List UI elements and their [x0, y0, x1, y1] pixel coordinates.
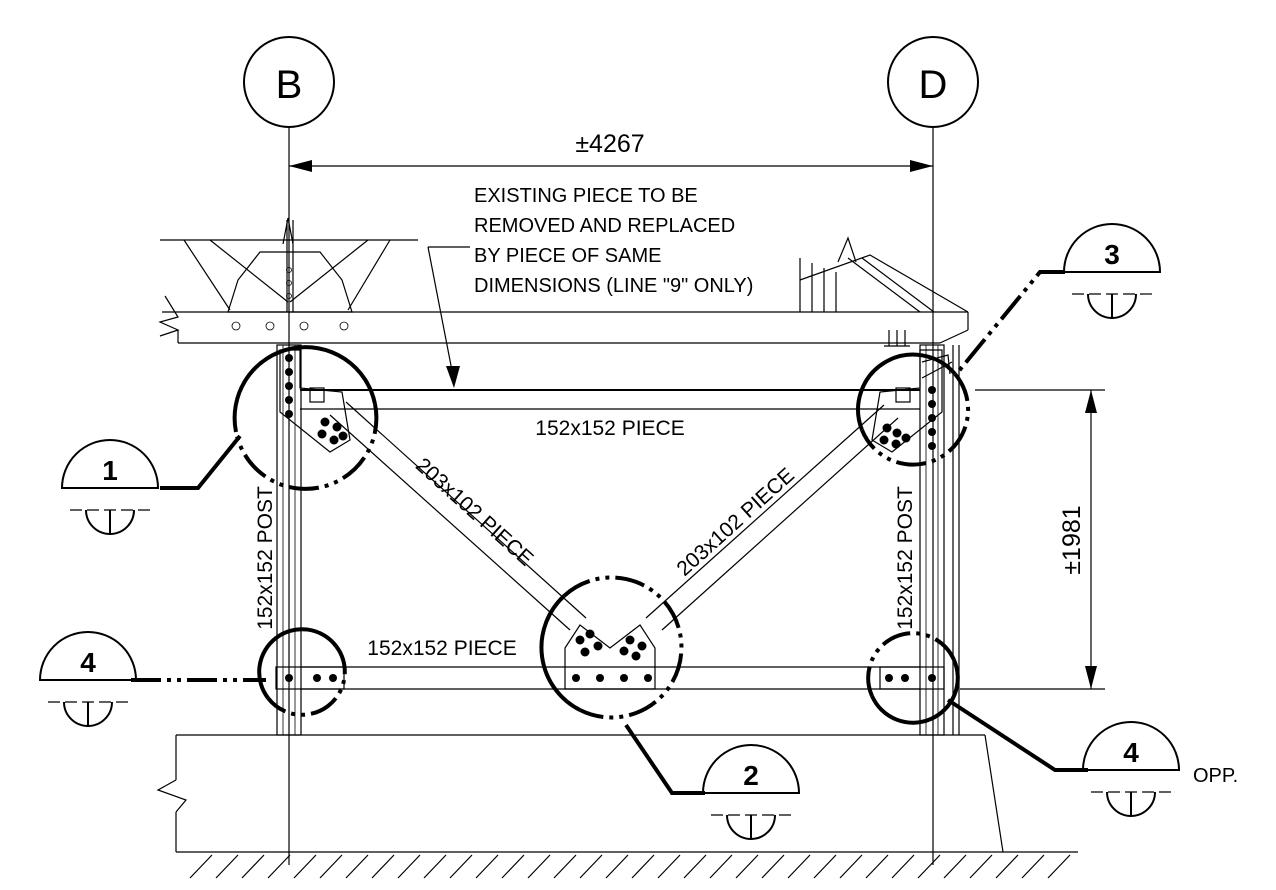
top-beam-label: 152x152 PIECE — [535, 417, 684, 440]
ground-hatch-line — [1021, 854, 1045, 879]
ground-hatch-line — [345, 854, 369, 879]
joint-1 — [279, 349, 351, 453]
ground-hatch — [189, 854, 1071, 879]
note-line-1: EXISTING PIECE TO BE — [474, 185, 698, 207]
detail-marker-4-right: 4 OPP. — [1081, 721, 1238, 817]
ground-hatch-line — [449, 854, 473, 879]
detail-circle-4-right — [866, 631, 960, 725]
note-line-3: BY PIECE OF SAME — [474, 245, 661, 267]
detail-circle-1 — [232, 345, 379, 491]
detail-marker-4-left-number: 4 — [80, 647, 96, 678]
ground-hatch-line — [579, 854, 603, 879]
note-line-2: REMOVED AND REPLACED — [474, 215, 735, 237]
vertical-dimension-label: ±1981 — [1058, 505, 1086, 574]
horizontal-dimension: ±4267 — [289, 130, 933, 172]
ground-hatch-line — [423, 854, 447, 879]
detail-marker-1-number: 1 — [102, 455, 118, 486]
detail-marker-1: 1 — [60, 439, 160, 535]
grid-line-b: B — [243, 36, 335, 865]
bottom-beam-label: 152x152 PIECE — [367, 637, 516, 660]
detail-marker-2: 2 — [701, 744, 801, 840]
ground-hatch-line — [605, 854, 629, 879]
joint-2 — [564, 624, 656, 690]
ground-hatch-line — [553, 854, 577, 879]
detail-marker-4-left: 4 — [38, 631, 138, 727]
detail-marker-2-number: 2 — [743, 760, 759, 791]
detail-circle-4-left — [257, 627, 347, 717]
ground-hatch-line — [215, 854, 239, 879]
ground-hatch-line — [527, 854, 551, 879]
ground-hatch-line — [709, 854, 733, 879]
grid-label-d: D — [919, 63, 948, 107]
right-post-label: 152x152 POST — [894, 486, 917, 630]
ground-hatch-line — [995, 854, 1019, 879]
detail-marker-3: 3 — [1062, 223, 1162, 319]
grid-label-b: B — [276, 63, 303, 107]
ground-hatch-line — [475, 854, 499, 879]
ground-hatch-line — [501, 854, 525, 879]
existing-top-structure — [158, 217, 969, 347]
member-labels: 152x152 PIECE 152x152 PIECE 203x102 PIEC… — [254, 417, 917, 660]
removal-note: EXISTING PIECE TO BE REMOVED AND REPLACE… — [427, 185, 753, 388]
ground-hatch-line — [761, 854, 785, 879]
ground-hatch-line — [943, 854, 967, 879]
ground-hatch-line — [683, 854, 707, 879]
ground-hatch-line — [969, 854, 993, 879]
ground-hatch-line — [319, 854, 343, 879]
grid-line-d: D — [887, 36, 979, 865]
joint-4-left — [275, 666, 345, 690]
joint-4-right — [879, 666, 945, 690]
ground-hatch-line — [865, 854, 889, 879]
ground-hatch-line — [267, 854, 291, 879]
ground-hatch-line — [839, 854, 863, 879]
ground-hatch-line — [397, 854, 421, 879]
ground-hatch-line — [293, 854, 317, 879]
detail-marker-4-right-number: 4 — [1123, 737, 1139, 768]
detail-marker-3-number: 3 — [1104, 239, 1120, 270]
ground-hatch-line — [787, 854, 811, 879]
joint-3 — [871, 349, 953, 453]
detail-circle-2 — [539, 575, 684, 720]
ground-hatch-line — [735, 854, 759, 879]
vertical-dimension: ±1981 — [960, 389, 1105, 690]
new-frame — [276, 344, 960, 736]
left-post-label: 152x152 POST — [254, 486, 277, 630]
ground-hatch-line — [917, 854, 941, 879]
ground-hatch-line — [813, 854, 837, 879]
ground-hatch-line — [241, 854, 265, 879]
leader-lines — [131, 270, 1088, 795]
note-line-4: DIMENSIONS (LINE "9" ONLY) — [474, 275, 753, 297]
opp-label: OPP. — [1193, 765, 1238, 787]
horizontal-dimension-label: ±4267 — [575, 130, 644, 158]
left-brace-label: 203x102 PIECE — [411, 454, 537, 571]
ground-hatch-line — [1047, 854, 1071, 879]
ground-hatch-line — [189, 854, 213, 879]
detail-circle-3 — [856, 352, 971, 467]
ground-hatch-line — [631, 854, 655, 879]
ground-hatch-line — [657, 854, 681, 879]
ground-hatch-line — [371, 854, 395, 879]
ground-hatch-line — [891, 854, 915, 879]
foundation — [156, 734, 1078, 853]
